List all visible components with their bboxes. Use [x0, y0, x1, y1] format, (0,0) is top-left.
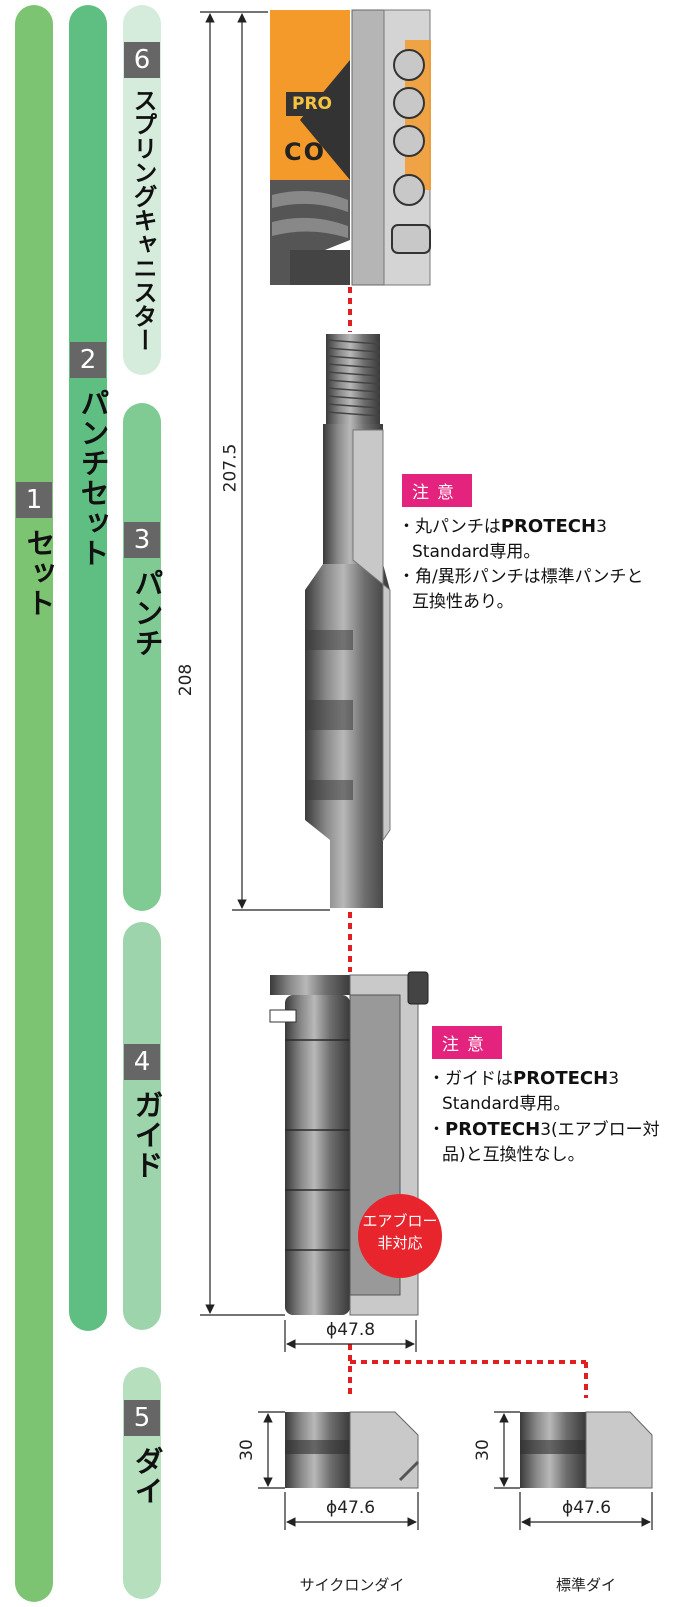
guide-note-line-4: 品)と互換性なし。 [442, 1145, 585, 1165]
punch-bar [123, 403, 161, 911]
air-blow-badge: エアブロー 非対応 [358, 1210, 442, 1254]
guide-bar [123, 922, 161, 1330]
guide-note-line-3: ・PROTECH3(エアブロー対 [428, 1119, 660, 1140]
punch-label: パンチ [130, 568, 164, 658]
die-number: 5 [124, 1400, 160, 1436]
air-blow-badge-circle [358, 1194, 442, 1278]
set-label: セット [22, 528, 56, 618]
guide-note-line-1: ・ガイドはPROTECH3 [428, 1068, 620, 1089]
punch-note-line-1: ・丸パンチはPROTECH3 [398, 516, 607, 537]
air-blow-badge-line-2: 非対応 [377, 1234, 423, 1252]
cyclone-die-diameter-label: ϕ47.6 [326, 1498, 376, 1518]
die-label: ダイ [130, 1446, 164, 1506]
spring-canister-label: スプリングキャニスター [129, 88, 157, 352]
punch-caution-note: ・丸パンチはPROTECH3 Standard専用。 ・角/異形パンチは標準パン… [398, 514, 643, 615]
spring-canister-number: 6 [124, 42, 160, 78]
canister-brand-top: PRO [286, 92, 339, 116]
punch-note-line-2: Standard専用。 [412, 542, 541, 562]
air-blow-badge-line-1: エアブロー [362, 1212, 438, 1230]
punch-set-bar [69, 5, 107, 1331]
standard-die-caption: 標準ダイ [555, 1576, 616, 1594]
standard-die-drawing [520, 1411, 653, 1489]
punch-note-line-4: 互換性あり。 [412, 592, 514, 612]
set-number: 1 [16, 482, 52, 518]
standard-die-diameter-label: ϕ47.6 [562, 1498, 612, 1518]
cyclone-die-height-label: 30 [236, 1439, 257, 1461]
guide-caution-badge: 注意 [432, 1026, 502, 1059]
cyclone-die-caption: サイクロンダイ [299, 1576, 405, 1594]
spring-canister-drawing [270, 9, 431, 286]
punch-caution-badge: 注意 [402, 474, 472, 507]
canister-brand-bottom: CO [284, 138, 327, 166]
dimension-207-5 [232, 13, 330, 911]
dimension-208 [200, 11, 285, 1316]
dimension-cyclone-die [258, 1411, 419, 1530]
dimension-standard-die [494, 1411, 653, 1530]
guide-number: 4 [124, 1044, 160, 1080]
standard-die-height-label: 30 [472, 1439, 493, 1461]
dimension-208-label: 208 [176, 663, 197, 697]
punch-set-number: 2 [70, 342, 106, 378]
connection-dotted-line [348, 287, 588, 1398]
guide-caution-note: ・ガイドはPROTECH3 Standard専用。 ・PROTECH3(エアブロ… [428, 1066, 660, 1168]
punch-set-label: パンチセット [76, 388, 110, 568]
punch-drawing [305, 334, 391, 908]
punch-number: 3 [124, 522, 160, 558]
guide-note-line-2: Standard専用。 [442, 1094, 571, 1114]
dimension-207-5-label: 207.5 [220, 443, 241, 493]
dimension-guide-diameter [284, 1320, 417, 1352]
cyclone-die-drawing [285, 1411, 420, 1489]
set-bar [15, 5, 53, 1602]
guide-label: ガイド [130, 1090, 164, 1180]
guide-diameter-label: ϕ47.8 [326, 1320, 376, 1340]
punch-note-line-3: ・角/異形パンチは標準パンチと [398, 567, 644, 587]
